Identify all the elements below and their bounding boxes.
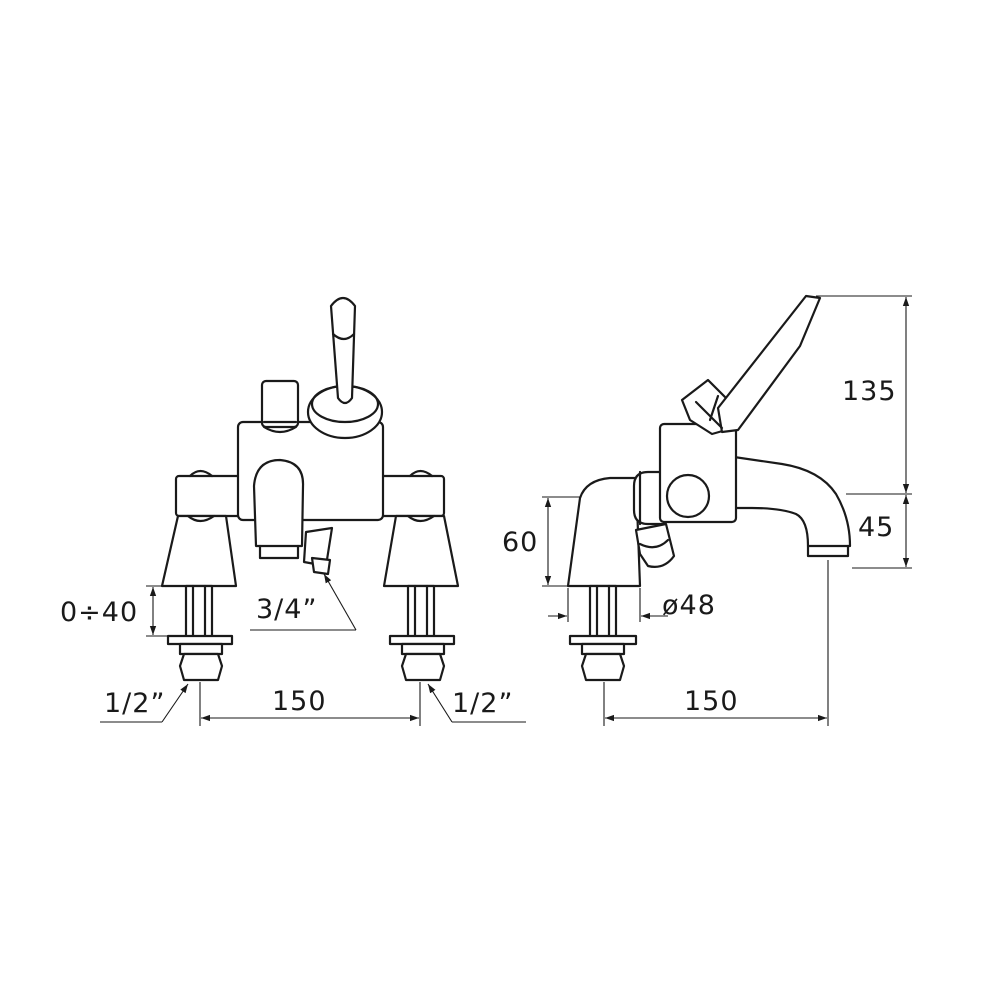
side-hose-outlet	[634, 522, 676, 568]
side-rotation-knob	[632, 470, 666, 526]
right-inlet-pipe	[388, 584, 456, 682]
side-inlet-pipe	[568, 584, 638, 682]
right-connecting-arm	[374, 474, 446, 518]
right-leg	[382, 469, 460, 588]
range-dimension: 0÷40	[60, 585, 186, 637]
inlet-thread-left-label: 1/2”	[104, 688, 165, 719]
side-base-body	[566, 476, 642, 588]
diverter-button	[260, 379, 300, 434]
diameter-dimension: ø48	[548, 588, 716, 622]
diameter-label: ø48	[662, 590, 716, 621]
outlet-thread-label: 3/4”	[256, 594, 317, 625]
range-label: 0÷40	[60, 597, 138, 628]
centers-label: 150	[272, 686, 327, 717]
height-dimension: 60	[502, 496, 580, 587]
handle-height-label: 135	[842, 376, 897, 407]
side-view: 60 ø48 150 135 45	[502, 294, 912, 726]
centers-dimension: 150	[199, 682, 421, 726]
lever-handle	[306, 296, 384, 440]
height-label: 60	[502, 527, 538, 558]
left-leg	[160, 469, 238, 588]
left-inlet-pipe	[166, 584, 234, 682]
spout-projection-dimension: 150	[603, 560, 829, 726]
handle-height-dimension: 135	[816, 295, 912, 495]
inlet-thread-right-callout: 1/2”	[427, 683, 526, 723]
spout-height-label: 45	[858, 512, 894, 543]
outlet-thread-callout: 3/4”	[250, 573, 357, 631]
inlet-thread-left-callout: 1/2”	[100, 683, 189, 723]
spout-projection-label: 150	[684, 686, 739, 717]
inlet-thread-right-label: 1/2”	[452, 688, 513, 719]
side-spout	[698, 450, 852, 558]
left-connecting-arm	[174, 474, 246, 518]
side-lever	[680, 294, 822, 436]
spout-height-dimension: 45	[852, 495, 912, 569]
side-head-cap	[665, 473, 711, 519]
front-view: 0÷40 3/4” 1/2” 1/2” 150	[60, 296, 526, 726]
front-spout	[252, 458, 305, 560]
hose-outlet	[302, 526, 334, 576]
